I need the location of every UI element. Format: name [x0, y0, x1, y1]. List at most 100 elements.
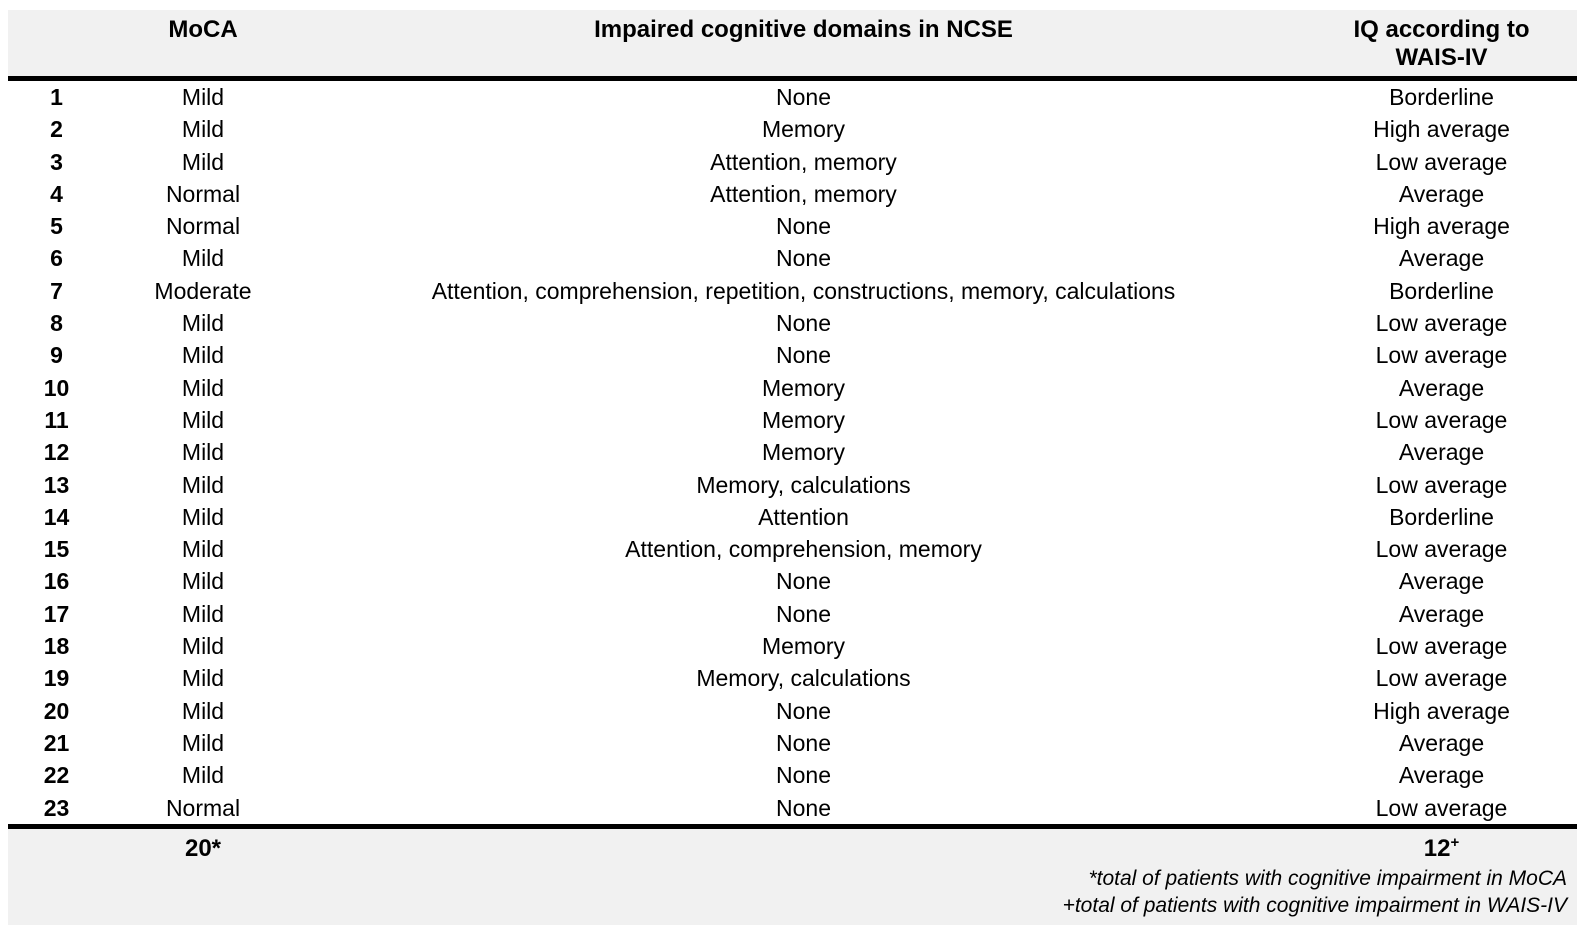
- cell-moca: Mild: [181, 342, 225, 369]
- cell-ncse-domains: Attention: [758, 503, 849, 530]
- cell-moca: Mild: [181, 310, 225, 337]
- cell-patient-number: 17: [43, 600, 70, 627]
- table-row: 9 Mild None Low average: [8, 339, 1577, 371]
- table-row: 15 Mild Attention, comprehension, memory…: [8, 533, 1577, 565]
- cell-ncse-domains: None: [776, 310, 831, 337]
- totals-empty-2: [301, 835, 1306, 865]
- cell-ncse-domains: Memory: [761, 374, 846, 401]
- cell-iq-wais: Low average: [1375, 471, 1508, 498]
- cell-iq-wais: Average: [1398, 374, 1485, 401]
- cell-patient-number: 18: [43, 633, 70, 660]
- cell-ncse-domains: Attention, memory: [710, 148, 897, 175]
- cell-moca: Mild: [181, 729, 225, 756]
- cell-moca: Normal: [165, 180, 241, 207]
- cell-ncse-domains: None: [776, 568, 831, 595]
- moca-total-mark: *: [211, 834, 222, 862]
- cell-moca: Mild: [181, 568, 225, 595]
- cell-patient-number: 6: [50, 245, 63, 272]
- table-row: 3 Mild Attention, memory Low average: [8, 146, 1577, 178]
- cell-iq-wais: Low average: [1375, 342, 1508, 369]
- cell-ncse-domains: Memory: [761, 633, 846, 660]
- table-row: 10 Mild Memory Average: [8, 372, 1577, 404]
- cell-iq-wais: Low average: [1375, 665, 1508, 692]
- cell-patient-number: 10: [43, 374, 70, 401]
- cell-iq-wais: Low average: [1375, 794, 1508, 821]
- cell-moca: Mild: [181, 633, 225, 660]
- cell-moca: Mild: [181, 471, 225, 498]
- cell-moca: Mild: [181, 148, 225, 175]
- table-row: 13 Mild Memory, calculations Low average: [8, 469, 1577, 501]
- cell-moca: Normal: [165, 794, 241, 821]
- cell-patient-number: 11: [44, 406, 69, 433]
- table-row: 14 Mild Attention Borderline: [8, 501, 1577, 533]
- cell-ncse-domains: None: [776, 245, 831, 272]
- table-header-row: MoCA Impaired cognitive domains in NCSE …: [8, 10, 1577, 81]
- table-row: 1 Mild None Borderline: [8, 81, 1577, 113]
- table-row: 22 Mild None Average: [8, 759, 1577, 791]
- totals-empty-1: [8, 835, 105, 865]
- table-row: 17 Mild None Average: [8, 598, 1577, 630]
- cell-moca: Mild: [181, 665, 225, 692]
- table-footer: 20* 12+ *total of patients with cognitiv…: [8, 823, 1577, 925]
- wais-total-mark: +: [1450, 833, 1460, 851]
- cell-iq-wais: Borderline: [1389, 84, 1494, 110]
- table-row: 23 Normal None Low average: [8, 792, 1577, 824]
- cell-moca: Mild: [181, 536, 225, 563]
- wais-total-value: 12: [1423, 834, 1451, 862]
- cell-moca: Moderate: [154, 277, 252, 304]
- cell-patient-number: 15: [43, 536, 70, 563]
- cell-ncse-domains: None: [776, 342, 831, 369]
- footnotes: *total of patients with cognitive impair…: [8, 865, 1577, 919]
- table-row: 21 Mild None Average: [8, 727, 1577, 759]
- cell-ncse-domains: None: [776, 84, 831, 110]
- wais-total: 12+: [1306, 835, 1577, 865]
- table-row: 12 Mild Memory Average: [8, 436, 1577, 468]
- cell-patient-number: 14: [43, 503, 70, 530]
- cell-ncse-domains: Memory: [761, 116, 846, 143]
- cell-moca: Mild: [181, 762, 225, 789]
- cell-iq-wais: Average: [1398, 439, 1485, 466]
- cell-ncse-domains: Memory, calculations: [696, 471, 911, 498]
- cell-patient-number: 1: [50, 84, 63, 110]
- cell-patient-number: 21: [43, 729, 70, 756]
- table-body: 1 Mild None Borderline 2 Mild Memory Hig…: [8, 81, 1577, 824]
- cell-moca: Mild: [181, 503, 225, 530]
- cell-iq-wais: High average: [1373, 116, 1510, 143]
- cell-iq-wais: Low average: [1375, 406, 1508, 433]
- cell-iq-wais: Borderline: [1389, 277, 1494, 304]
- cell-ncse-domains: Memory, calculations: [696, 665, 911, 692]
- cell-iq-wais: Low average: [1375, 310, 1508, 337]
- cell-ncse-domains: None: [776, 729, 831, 756]
- cell-moca: Mild: [181, 116, 225, 143]
- cell-iq-wais: Low average: [1375, 536, 1508, 563]
- cell-patient-number: 19: [43, 665, 70, 692]
- cell-moca: Mild: [181, 245, 225, 272]
- table-row: 7 Moderate Attention, comprehension, rep…: [8, 275, 1577, 307]
- footnote-moca: *total of patients with cognitive impair…: [1088, 866, 1567, 890]
- cell-iq-wais: High average: [1373, 697, 1510, 724]
- table-row: 20 Mild None High average: [8, 695, 1577, 727]
- cell-patient-number: 2: [50, 116, 63, 143]
- cell-ncse-domains: None: [776, 762, 831, 789]
- header-moca: MoCA: [168, 16, 238, 43]
- table-row: 16 Mild None Average: [8, 565, 1577, 597]
- cell-iq-wais: Average: [1398, 729, 1485, 756]
- cell-ncse-domains: Attention, comprehension, repetition, co…: [431, 277, 1176, 304]
- cell-moca: Mild: [181, 84, 225, 110]
- table-row: 5 Normal None High average: [8, 210, 1577, 242]
- cell-patient-number: 9: [50, 342, 63, 369]
- cell-moca: Mild: [181, 406, 225, 433]
- cell-iq-wais: Low average: [1375, 633, 1508, 660]
- cell-patient-number: 22: [43, 762, 70, 789]
- cell-iq-wais: Borderline: [1389, 503, 1494, 530]
- cell-patient-number: 4: [50, 180, 63, 207]
- cell-ncse-domains: Memory: [761, 406, 846, 433]
- cell-patient-number: 23: [43, 794, 70, 821]
- cell-moca: Mild: [181, 439, 225, 466]
- cell-ncse-domains: Attention, memory: [710, 180, 897, 207]
- cell-ncse-domains: Attention, comprehension, memory: [625, 536, 982, 563]
- header-iq-line1: IQ according to: [1353, 16, 1530, 43]
- table-row: 19 Mild Memory, calculations Low average: [8, 662, 1577, 694]
- cell-moca: Mild: [181, 374, 225, 401]
